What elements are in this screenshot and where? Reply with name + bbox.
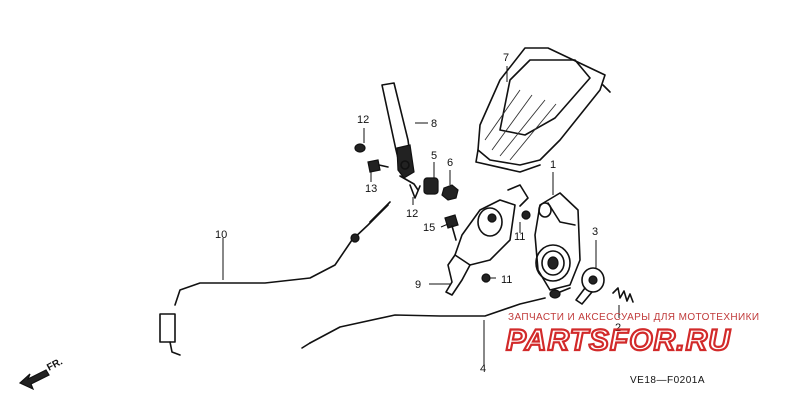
part-labels: 7 8 12 5 6 1 13 12 15 11 10 3 9 11 2 4 [215, 52, 621, 375]
front-label: FR. [45, 356, 65, 373]
part-3-arm [575, 267, 605, 305]
part-1-pulley-assembly [534, 192, 581, 291]
label-part-7: 7 [503, 52, 509, 64]
part-2-spring [612, 287, 634, 303]
label-part-8: 8 [431, 118, 437, 130]
label-part-14: 13 [365, 183, 377, 195]
part-12-nut [354, 143, 366, 153]
label-part-10: 10 [215, 229, 227, 241]
part-11-bolt-upper [521, 210, 531, 220]
front-direction-indicator: FR. [18, 356, 65, 391]
label-part-5: 5 [431, 150, 437, 162]
label-part-15: 15 [423, 222, 435, 234]
label-part-11-upper: 11 [514, 231, 525, 243]
part-8-lever [381, 82, 419, 191]
part-7-cover [475, 47, 611, 173]
watermark-tagline: ЗАПЧАСТИ И АКСЕССУАРЫ ДЛЯ МОТОТЕХНИКИ [508, 312, 759, 323]
leader-lines [222, 66, 620, 365]
part-10-cable [159, 201, 391, 356]
label-part-3: 3 [592, 226, 598, 238]
label-part-1: 1 [550, 159, 556, 171]
watermark-brand: PARTSFOR.RU [506, 324, 731, 357]
part-5-collar [423, 177, 439, 195]
label-part-9: 9 [415, 279, 421, 291]
label-part-11-lower: 11 [501, 274, 512, 286]
part-9-bracket [445, 184, 529, 296]
watermark: ЗАПЧАСТИ И АКСЕССУАРЫ ДЛЯ МОТОТЕХНИКИ PA… [505, 312, 759, 358]
part-14-bolt [367, 159, 389, 173]
label-part-12: 12 [357, 114, 369, 126]
label-part-6: 6 [447, 157, 453, 169]
label-part-13: 12 [406, 208, 418, 220]
part-6-nut [441, 184, 459, 201]
front-arrow-icon [18, 369, 50, 391]
figure-code: VE18—F0201A [630, 375, 705, 386]
label-part-2: 2 [615, 322, 621, 334]
part-13-pin [409, 184, 421, 199]
part-15-bolt [444, 214, 459, 241]
part-11-bolt-lower [481, 273, 491, 283]
part-4-cable [301, 287, 571, 349]
label-part-4: 4 [480, 363, 486, 375]
